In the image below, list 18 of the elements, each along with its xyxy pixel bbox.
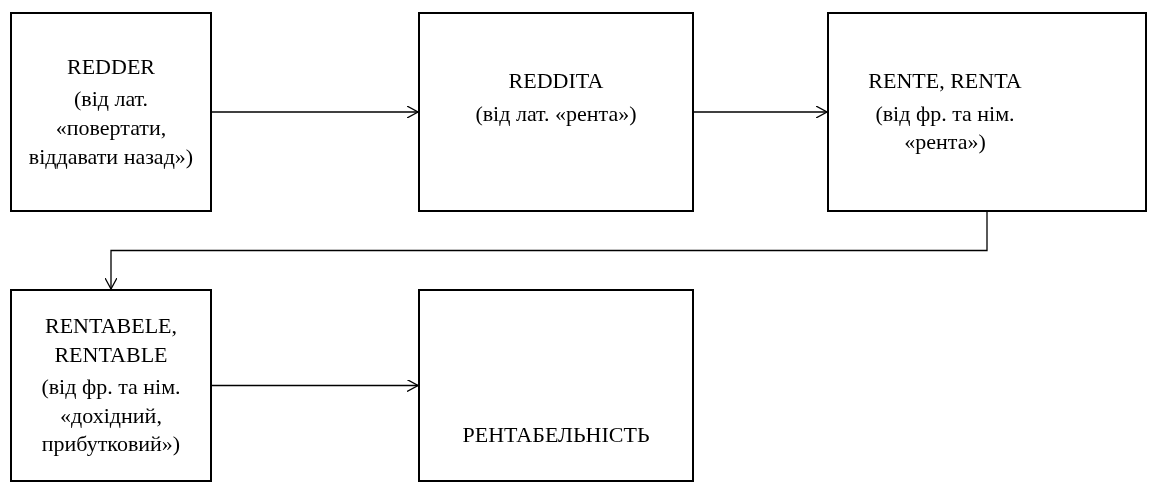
process-box [10,289,212,482]
process-box [827,12,1147,212]
term-heading: RENTE, RENTA [868,67,1022,96]
arrow [693,105,828,119]
arrow [211,378,419,393]
term-origin: (від лат. «повертати, віддавати назад») [27,85,195,171]
term-heading: РЕНТАБЕЛЬНІСТЬ [462,421,650,450]
term-origin: (від фр. та нім. «рента») [874,99,1016,157]
term-origin: (від лат. «рента») [475,100,637,128]
term-origin: (від фр. та нім. «дохідний, прибутковий») [40,373,182,459]
term-heading: REDDITA [508,67,604,96]
arrow [211,105,419,119]
term-heading: RENTABELE, RENTABLE [43,312,179,369]
process-box [418,12,694,212]
process-box [418,289,694,482]
arrow [104,211,988,290]
process-box [10,12,212,212]
term-heading: REDDER [67,52,155,81]
